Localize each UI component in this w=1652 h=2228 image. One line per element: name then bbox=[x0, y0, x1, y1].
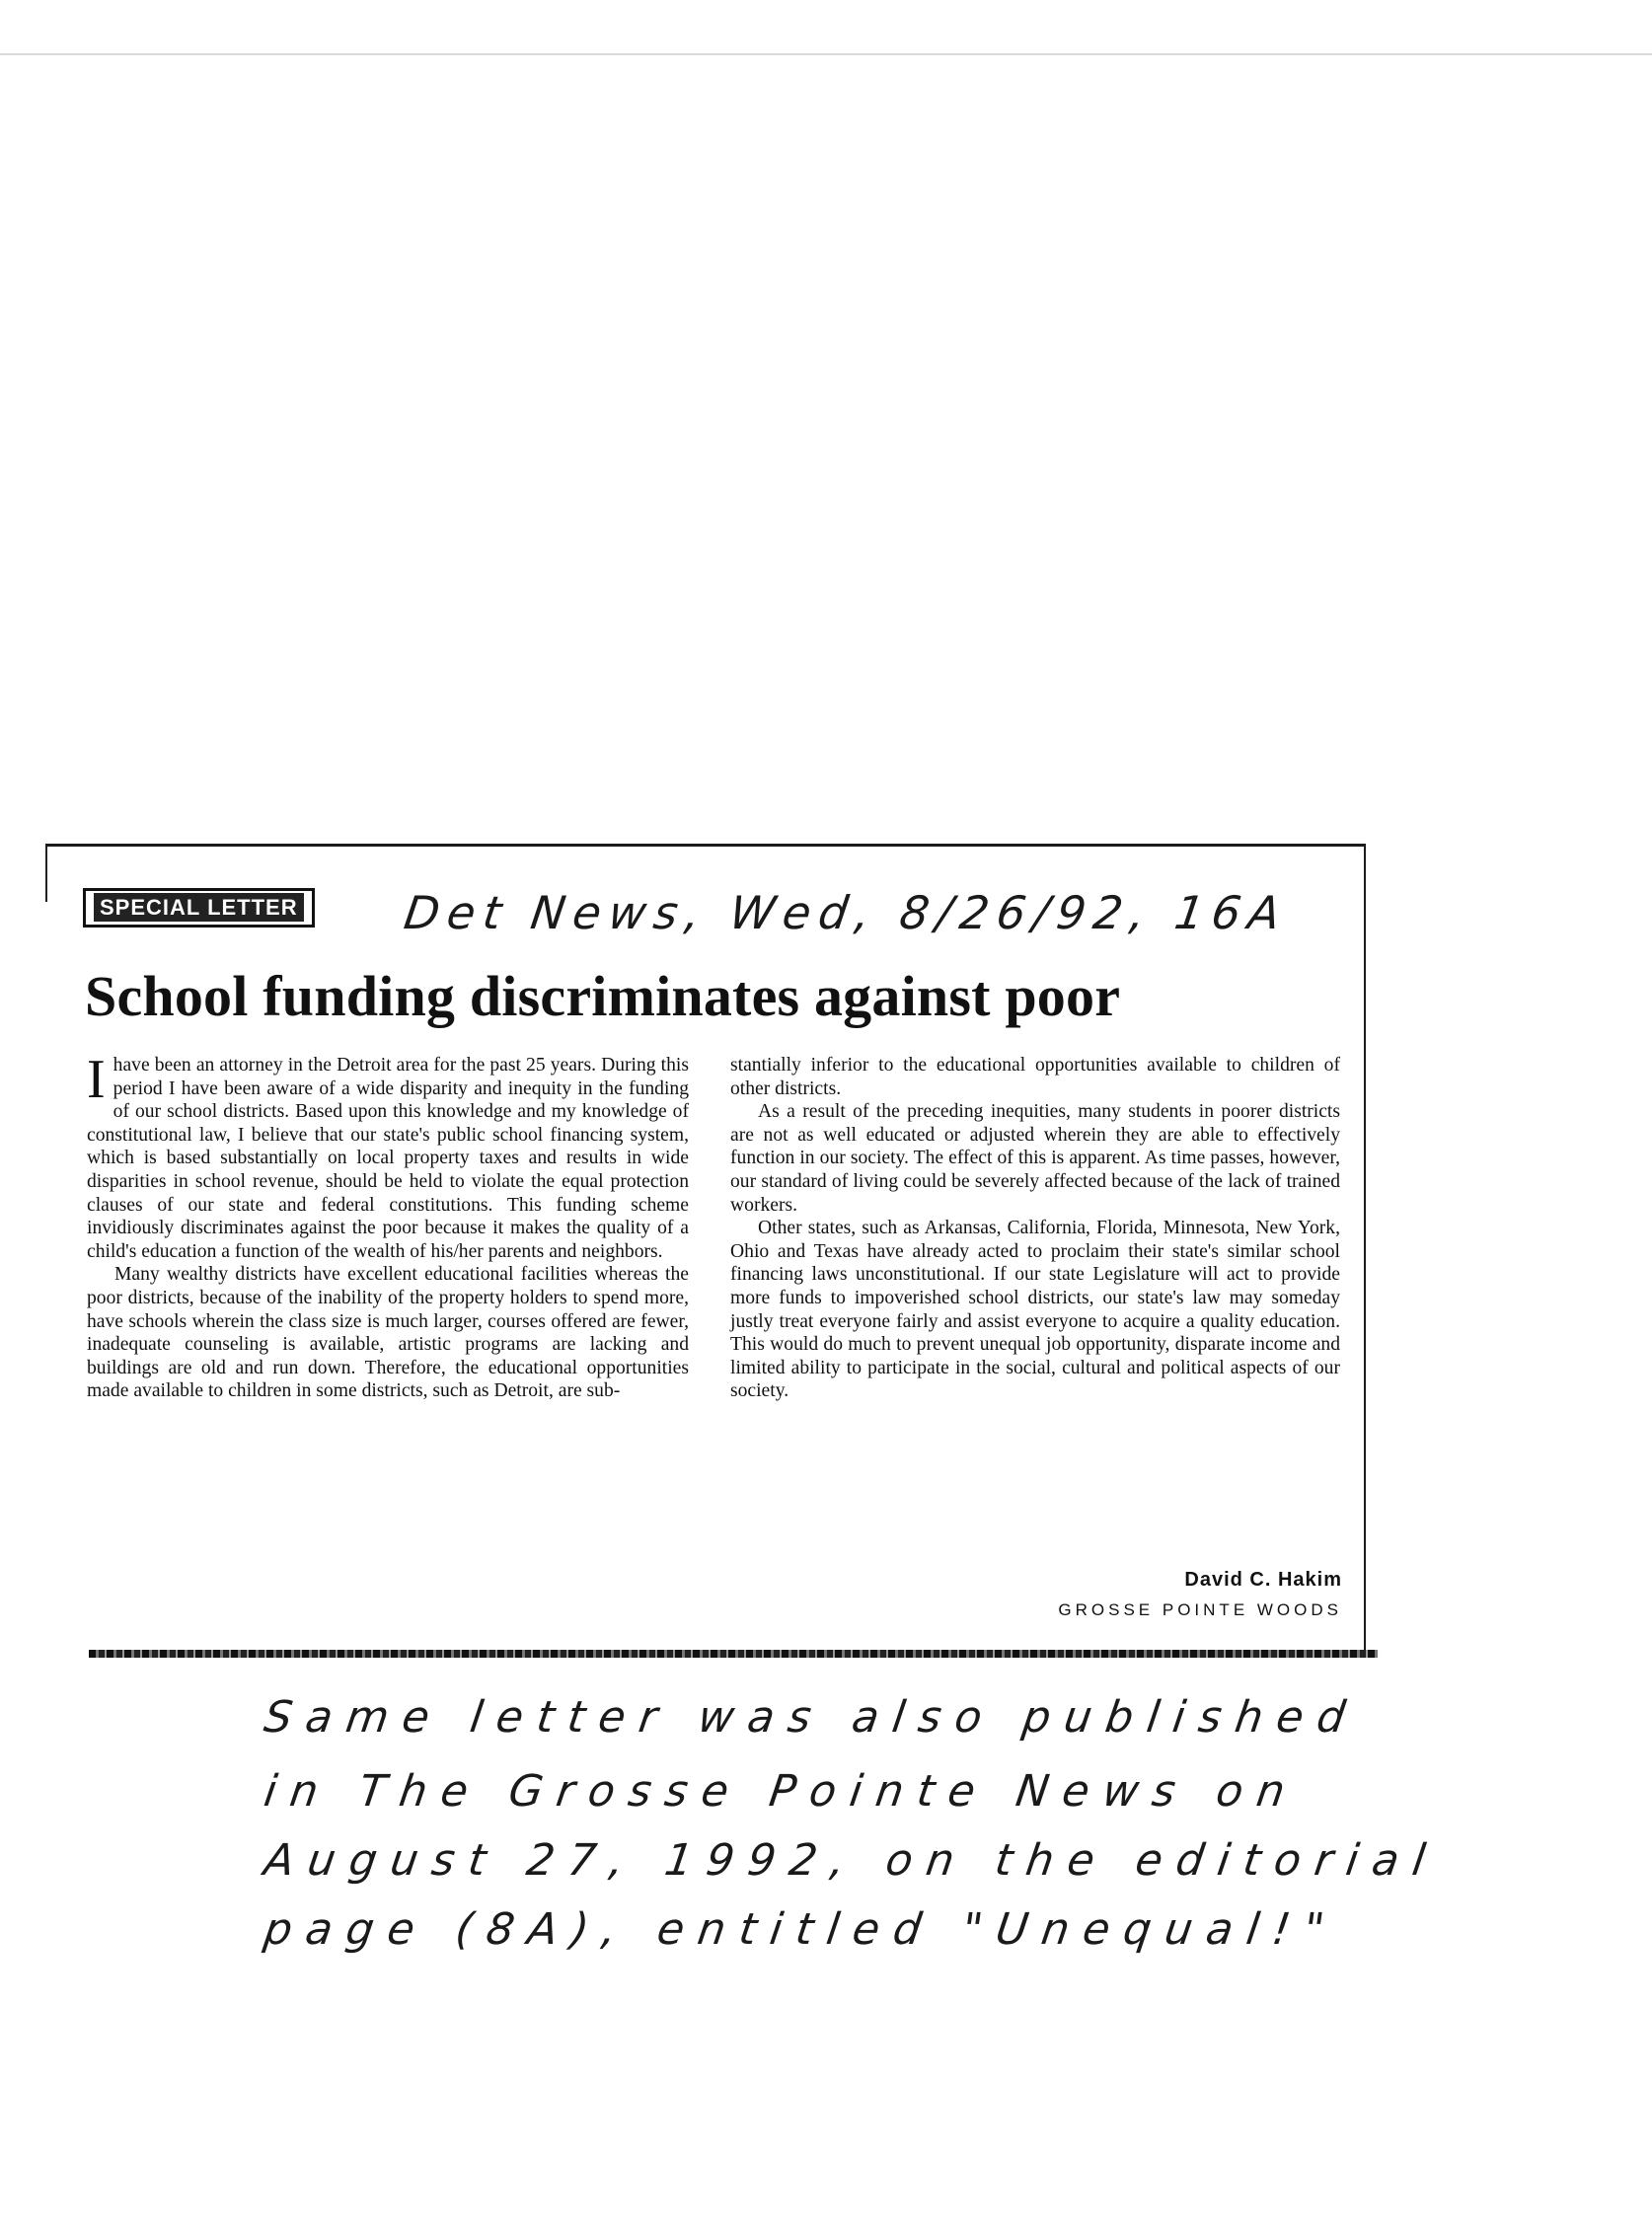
handwritten-note-line: in The Grosse Pointe News on bbox=[261, 1766, 1303, 1817]
clipping-bottom-edge bbox=[89, 1650, 1378, 1658]
paragraph: Other states, such as Arkansas, Californ… bbox=[730, 1218, 1340, 1402]
paragraph: As a result of the preceding inequities,… bbox=[730, 1101, 1340, 1216]
paragraph: stantially inferior to the educational o… bbox=[730, 1055, 1340, 1099]
handwritten-note-line: page (8A), entitled "Unequal!" bbox=[261, 1904, 1342, 1955]
newspaper-clipping-border bbox=[45, 844, 1366, 1656]
clipping-left-edge bbox=[45, 847, 47, 902]
paragraph: I have been an attorney in the Detroit a… bbox=[87, 1049, 689, 1262]
article-column-right: stantially inferior to the educational o… bbox=[730, 1054, 1340, 1403]
drop-cap: I bbox=[87, 1049, 106, 1110]
author-location: GROSSE POINTE WOODS bbox=[1058, 1600, 1342, 1619]
author-name: David C. Hakim bbox=[1184, 1569, 1342, 1591]
headline: School funding discriminates against poo… bbox=[85, 964, 1121, 1028]
handwritten-note-line: Same letter was also published bbox=[261, 1692, 1363, 1743]
handwritten-source-note: Det News, Wed, 8/26/92, 16A bbox=[401, 886, 1292, 939]
handwritten-note-line: August 27, 1992, on the editorial bbox=[261, 1835, 1443, 1886]
article-column-left: I have been an attorney in the Detroit a… bbox=[87, 1049, 689, 1403]
section-label: SPECIAL LETTER bbox=[83, 888, 315, 928]
page-top-rule bbox=[0, 53, 1652, 55]
paragraph: Many wealthy districts have excellent ed… bbox=[87, 1264, 689, 1402]
